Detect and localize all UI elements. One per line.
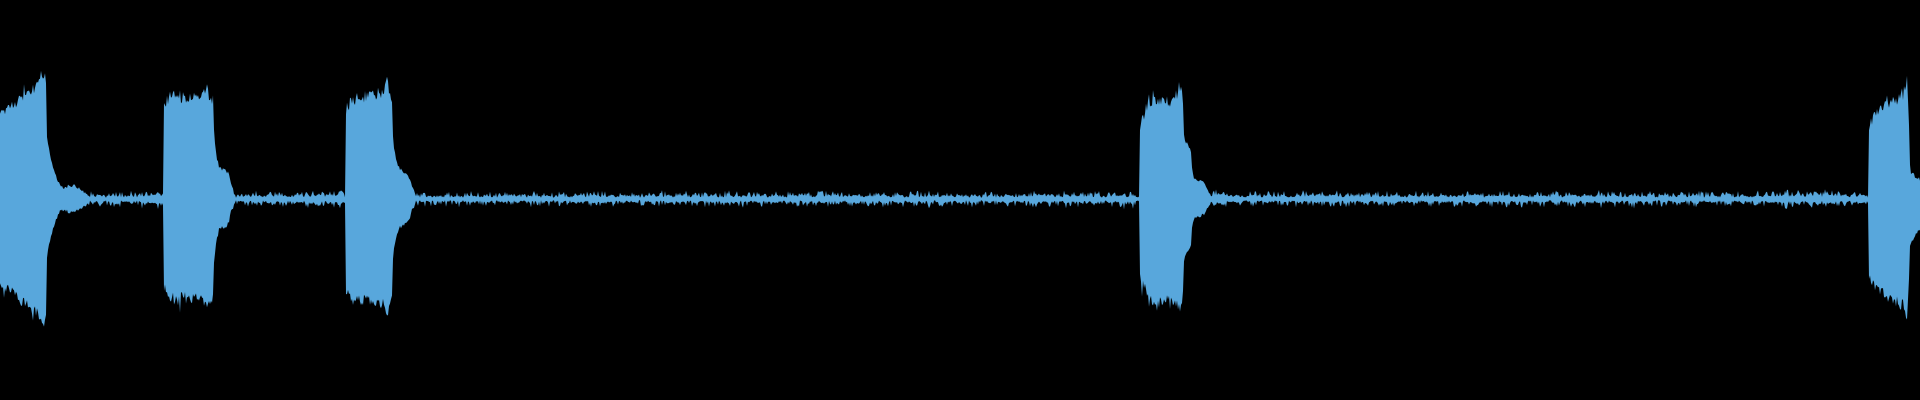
- waveform-path: [0, 70, 1920, 327]
